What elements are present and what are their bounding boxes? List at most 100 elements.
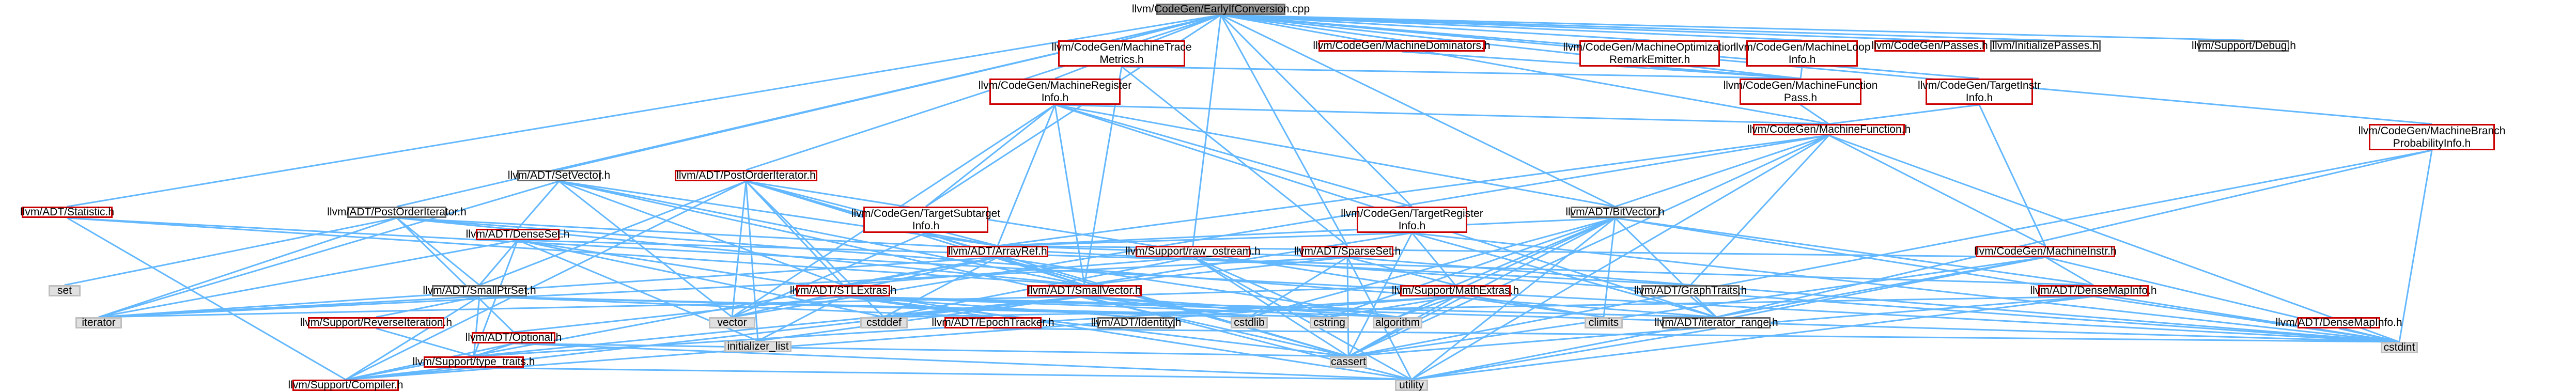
edge-smallvector-iterator bbox=[98, 295, 1085, 318]
edge-stlextras-identity bbox=[843, 295, 1137, 318]
edge-mfunction-minstr bbox=[1828, 134, 2046, 247]
edge-root-debug bbox=[1220, 14, 2244, 41]
node-densemapinfo-2[interactable]: llvm/ADT/DenseMapInfo.h bbox=[2275, 317, 2402, 328]
edge-postorder-iterator bbox=[98, 217, 397, 318]
edge-subtarget-arrayref bbox=[925, 232, 998, 247]
edge-smallptrset-iterator bbox=[98, 295, 480, 318]
edge-rawostream-cassert bbox=[1192, 256, 1349, 357]
node-mfunction[interactable]: llvm/CodeGen/MachineFunction.h bbox=[1747, 123, 1911, 135]
edge-setvector-densemap bbox=[517, 181, 560, 229]
node-tracemetrics[interactable]: llvm/CodeGen/MachineTrace Metrics.h bbox=[1051, 40, 1192, 67]
edge-bitvector-climits bbox=[1603, 217, 1616, 318]
edge-mreginfo-mfunction bbox=[1054, 104, 1829, 125]
edge-stlextras-optional bbox=[513, 295, 844, 333]
edge-statistic-compiler bbox=[67, 217, 346, 381]
edge-root-initpasses bbox=[1220, 14, 2046, 41]
node-branchprob[interactable]: llvm/CodeGen/MachineBranch ProbabilityIn… bbox=[2358, 124, 2505, 150]
edge-bitvector-arrayref bbox=[997, 217, 1616, 247]
node-smallptrset[interactable]: llvm/ADT/SmallPtrSet.h bbox=[423, 285, 536, 296]
edge-root-tracemetrics bbox=[1121, 14, 1221, 41]
node-targetinstr[interactable]: llvm/CodeGen/TargetInstr Info.h bbox=[1918, 79, 2041, 105]
edge-arrayref-cstddef bbox=[883, 256, 998, 318]
node-densemapinfo[interactable]: llvm/ADT/DenseMapInfo.h bbox=[2030, 285, 2157, 296]
node-setvector[interactable]: llvm/ADT/SetVector.h bbox=[507, 169, 611, 181]
edge-smallptrset-epochtracker bbox=[479, 295, 994, 318]
node-initpasses[interactable]: llvm/InitializePasses.h bbox=[1990, 40, 2101, 52]
node-subtarget[interactable]: llvm/CodeGen/TargetSubtarget Info.h bbox=[851, 207, 1000, 233]
edge-rawostream-stlextras bbox=[843, 256, 1193, 286]
edge-densemapinfo-utility bbox=[1411, 295, 2094, 381]
edge-smallptrset-reverseiter bbox=[376, 295, 480, 318]
edge-mreginfo-targetreginfo bbox=[1054, 104, 1413, 208]
node-bitvector[interactable]: llvm/ADT/BitVector.h bbox=[1565, 206, 1665, 218]
node-cstdint: cstdint bbox=[2381, 341, 2418, 353]
edge-epochtracker-cstdint bbox=[992, 327, 2400, 343]
edge-root-branchprob bbox=[1220, 14, 2432, 125]
node-mfpass[interactable]: llvm/CodeGen/MachineFunction Pass.h bbox=[1724, 79, 1877, 105]
node-passes[interactable]: llvm/CodeGen/Passes.h bbox=[1871, 40, 1988, 52]
edge-mloopinfo-mfpass bbox=[1799, 66, 1803, 79]
node-identity[interactable]: llvm/ADT/Identity.h bbox=[1091, 317, 1182, 328]
node-targetreginfo[interactable]: llvm/CodeGen/TargetRegister Info.h bbox=[1341, 207, 1483, 233]
node-utility: utility bbox=[1395, 379, 1428, 391]
edge-postorder-iterrange bbox=[396, 217, 1717, 318]
node-minstr[interactable]: llvm/CodeGen/MachineInstr.h bbox=[1974, 245, 2117, 257]
node-rawostream[interactable]: llvm/Support/raw_ostream.h bbox=[1125, 245, 1261, 257]
edge-typetraits-utility bbox=[473, 367, 1412, 381]
edge-rawostream-cstring bbox=[1192, 256, 1330, 318]
node-compiler[interactable]: llvm/Support/Compiler.h bbox=[288, 379, 404, 391]
node-iterrange[interactable]: llvm/ADT/iterator_range.h bbox=[1654, 317, 1778, 328]
edge-tracemetrics-mfpass bbox=[1121, 66, 1801, 80]
edge-minstr-cstdint bbox=[2045, 256, 2400, 343]
edge-sparseset-iterator bbox=[98, 256, 1348, 318]
edge-mfpass-mfunction bbox=[1800, 104, 1829, 125]
node-cstddef: cstddef bbox=[860, 317, 908, 328]
edge-smallvector-cstring bbox=[1084, 295, 1330, 318]
node-densemap[interactable]: llvm/ADT/DenseSet.h bbox=[465, 228, 570, 240]
edge-densemap-iterator bbox=[98, 239, 518, 318]
node-commandline[interactable]: llvm/ADT/PostOrderIterator.h bbox=[675, 169, 817, 181]
node-arrayref[interactable]: llvm/ADT/ArrayRef.h bbox=[947, 245, 1048, 257]
node-sparseset[interactable]: llvm/ADT/SparseSet.h bbox=[1294, 245, 1401, 257]
node-stlextras[interactable]: llvm/ADT/STLExtras.h bbox=[789, 285, 897, 296]
node-graphtraits[interactable]: llvm/ADT/GraphTraits.h bbox=[1634, 285, 1747, 296]
edge-targetreginfo-iterrange bbox=[1411, 232, 1717, 318]
node-optional[interactable]: llvm/ADT/Optional.h bbox=[465, 332, 562, 343]
node-cstring: cstring bbox=[1310, 317, 1349, 328]
edge-branchprob-cassert bbox=[1348, 149, 2432, 357]
node-mloopinfo[interactable]: llvm/CodeGen/MachineLoop Info.h bbox=[1734, 40, 1871, 67]
node-moptremark[interactable]: llvm/CodeGen/MachineOptimization RemarkE… bbox=[1563, 40, 1736, 67]
edge-stlextras-algorithm bbox=[843, 295, 1398, 318]
edge-moptremark-mfpass bbox=[1649, 66, 1801, 80]
edge-densemapinfo-cstddef bbox=[883, 295, 2094, 318]
edge-commandline-smallvector bbox=[746, 180, 1085, 286]
edge-sparseset-smallvector bbox=[1084, 256, 1348, 286]
node-cstdlib: cstdlib bbox=[1231, 317, 1268, 328]
edge-stlextras-initlist bbox=[757, 295, 844, 342]
edge-commandline-vector bbox=[731, 181, 747, 318]
node-debug[interactable]: llvm/Support/Debug.h bbox=[2192, 40, 2296, 52]
node-mdominators[interactable]: llvm/CodeGen/MachineDominators.h bbox=[1313, 40, 1491, 52]
node-statistic[interactable]: llvm/ADT/Statistic.h bbox=[20, 206, 115, 218]
node-smallvector[interactable]: llvm/ADT/SmallVector.h bbox=[1027, 285, 1142, 296]
node-postorder[interactable]: llvm/ADT/PostOrderIterator.h bbox=[327, 206, 467, 218]
node-iterator: iterator bbox=[75, 317, 122, 328]
edge-rawostream-cstdint bbox=[1192, 256, 2400, 343]
node-typetraits[interactable]: llvm/Support/type_traits.h bbox=[412, 356, 535, 368]
edge-minstr-densemapinfo bbox=[2045, 256, 2094, 286]
edge-root-statistic bbox=[67, 14, 1221, 208]
edge-optional-utility bbox=[513, 342, 1412, 381]
edge-reverseiter-typetraits bbox=[376, 327, 474, 357]
edge-densemap-cstddef bbox=[517, 239, 884, 318]
edge-mathextras-algorithm bbox=[1397, 295, 1456, 318]
node-reverseiter[interactable]: llvm/Support/ReverseIteration.h bbox=[300, 317, 453, 328]
node-mathextras[interactable]: llvm/Support/MathExtras.h bbox=[1391, 285, 1519, 296]
edge-setvector-stlextras bbox=[558, 180, 844, 286]
edge-setvector-vector bbox=[558, 180, 733, 318]
node-epochtracker[interactable]: llvm/ADT/EpochTracker.h bbox=[932, 317, 1054, 328]
edge-commandline-cassert bbox=[746, 180, 1349, 357]
edge-mfunction-utility bbox=[1411, 134, 1829, 381]
edge-stlextras-iterrange bbox=[843, 295, 1717, 318]
node-mreginfo[interactable]: llvm/CodeGen/MachineRegister Info.h bbox=[979, 79, 1131, 105]
